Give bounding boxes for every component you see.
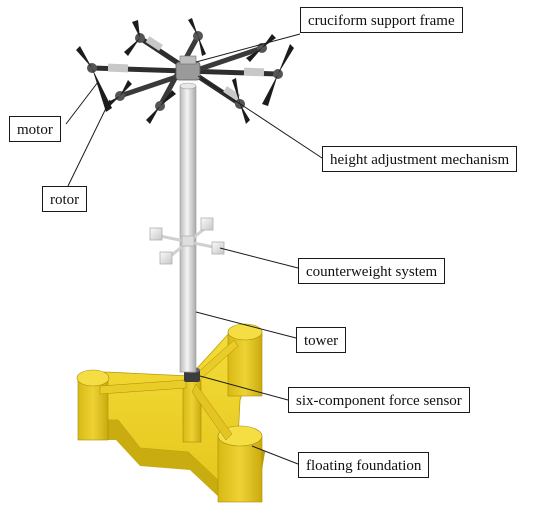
rotor-right — [262, 44, 294, 106]
leader-sensor — [199, 375, 289, 401]
rotor-upper-center — [188, 18, 206, 56]
leader-counter — [219, 247, 299, 269]
label-counterweight-system: counterweight system — [298, 258, 446, 284]
rotor-lower-right — [232, 78, 250, 124]
rotor-left — [76, 46, 112, 112]
label-floating-foundation: floating foundation — [298, 452, 430, 478]
floating-foundation — [76, 323, 266, 503]
label-height-adjustment-mechanism: height adjustment mechanism — [322, 146, 518, 172]
cruciform-frame — [89, 33, 281, 109]
leader-frame — [195, 33, 301, 63]
leader-foundation — [251, 445, 299, 465]
leader-tower — [195, 311, 297, 339]
rotor-lower-left — [104, 80, 132, 110]
tower — [179, 82, 197, 373]
rotor-upper-left — [124, 20, 145, 56]
label-cruciform-support-frame: cruciform support frame — [300, 7, 463, 33]
label-tower: tower — [296, 327, 347, 353]
rotor-lower-center — [146, 90, 176, 124]
rotor-upper-right — [246, 34, 276, 62]
counterweight-system — [149, 217, 225, 265]
rotors — [76, 18, 294, 124]
leader-height — [197, 75, 323, 159]
leader-lines — [65, 33, 323, 465]
label-six-component-force-sensor: six-component force sensor — [288, 387, 470, 413]
leader-motor — [65, 81, 99, 125]
label-rotor: rotor — [42, 186, 88, 212]
leader-rotor — [67, 99, 111, 187]
label-motor: motor — [9, 116, 61, 142]
